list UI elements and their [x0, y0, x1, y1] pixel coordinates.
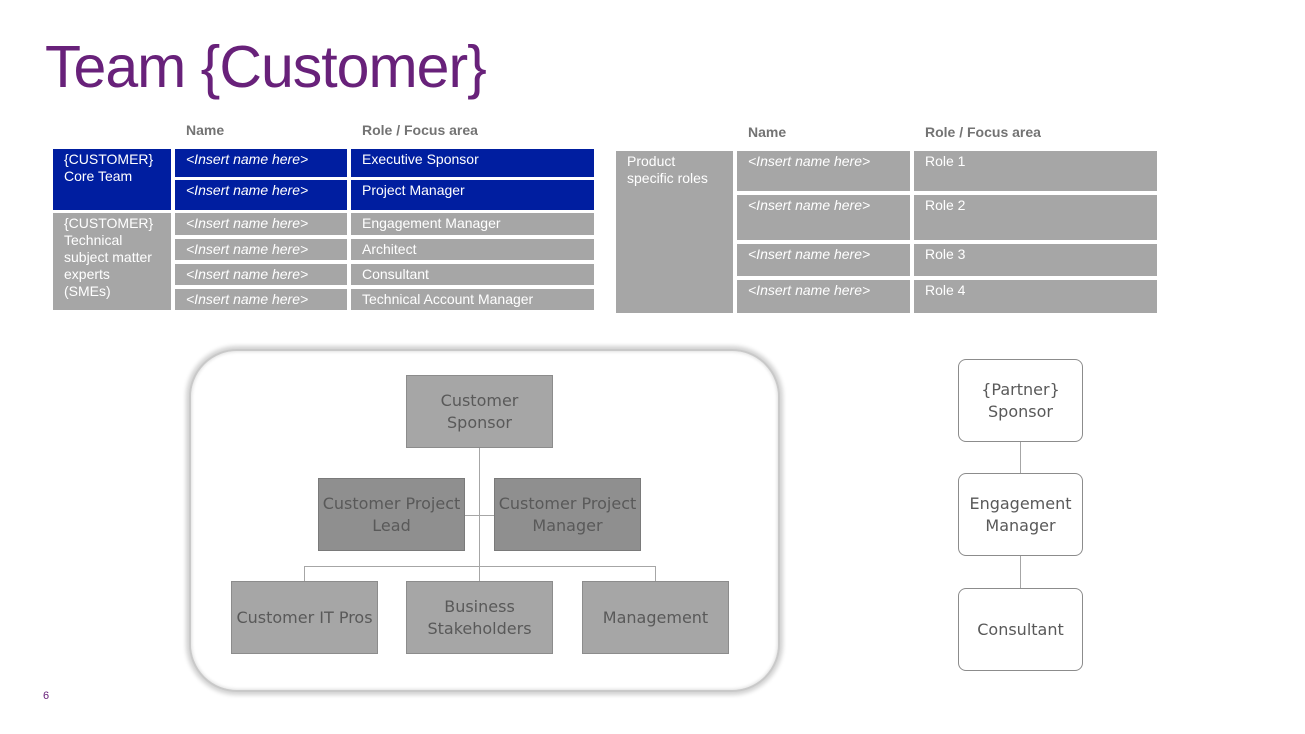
role-cell[interactable]: Role 1: [914, 151, 1157, 191]
connector-line: [1020, 556, 1021, 588]
connector-line: [304, 566, 656, 567]
left-role-header: Role / Focus area: [362, 122, 478, 138]
product-roles-group-label: Product specific roles: [616, 151, 733, 313]
name-cell[interactable]: <Insert name here>: [737, 195, 910, 240]
consultant-node: Consultant: [958, 588, 1083, 671]
connector-line: [304, 566, 305, 581]
customer-it-pros-node: Customer IT Pros: [231, 581, 378, 654]
customer-project-lead-node: Customer Project Lead: [318, 478, 465, 551]
role-cell[interactable]: Technical Account Manager: [351, 289, 594, 310]
role-cell[interactable]: Consultant: [351, 264, 594, 285]
role-cell[interactable]: Architect: [351, 239, 594, 260]
name-cell[interactable]: <Insert name here>: [175, 264, 347, 285]
page-number: 6: [43, 690, 50, 702]
page-title: Team {Customer}: [45, 34, 487, 100]
connector-line: [655, 566, 656, 581]
sme-group-label: {CUSTOMER} Technical subject matter expe…: [53, 213, 171, 310]
left-name-header: Name: [186, 122, 225, 138]
role-cell[interactable]: Executive Sponsor: [351, 149, 594, 177]
customer-project-manager-node: Customer Project Manager: [494, 478, 641, 551]
role-cell[interactable]: Role 2: [914, 195, 1157, 240]
name-cell[interactable]: <Insert name here>: [175, 213, 347, 235]
name-cell[interactable]: <Insert name here>: [737, 244, 910, 276]
name-cell[interactable]: <Insert name here>: [175, 289, 347, 310]
name-cell[interactable]: <Insert name here>: [737, 280, 910, 313]
partner-sponsor-node: {Partner} Sponsor: [958, 359, 1083, 442]
management-node: Management: [582, 581, 729, 654]
name-cell[interactable]: <Insert name here>: [175, 149, 347, 177]
name-cell[interactable]: <Insert name here>: [175, 239, 347, 260]
role-cell[interactable]: Role 4: [914, 280, 1157, 313]
right-role-header: Role / Focus area: [925, 124, 1041, 140]
core-team-group-label: {CUSTOMER} Core Team: [53, 149, 171, 210]
connector-line: [464, 515, 494, 516]
role-cell[interactable]: Engagement Manager: [351, 213, 594, 235]
right-name-header: Name: [748, 124, 787, 140]
role-cell[interactable]: Project Manager: [351, 180, 594, 210]
name-cell[interactable]: <Insert name here>: [737, 151, 910, 191]
connector-line: [479, 447, 480, 581]
name-cell[interactable]: <Insert name here>: [175, 180, 347, 210]
customer-sponsor-node: Customer Sponsor: [406, 375, 553, 448]
connector-line: [1020, 442, 1021, 473]
business-stakeholders-node: Business Stakeholders: [406, 581, 553, 654]
engagement-manager-node: Engagement Manager: [958, 473, 1083, 556]
role-cell[interactable]: Role 3: [914, 244, 1157, 276]
